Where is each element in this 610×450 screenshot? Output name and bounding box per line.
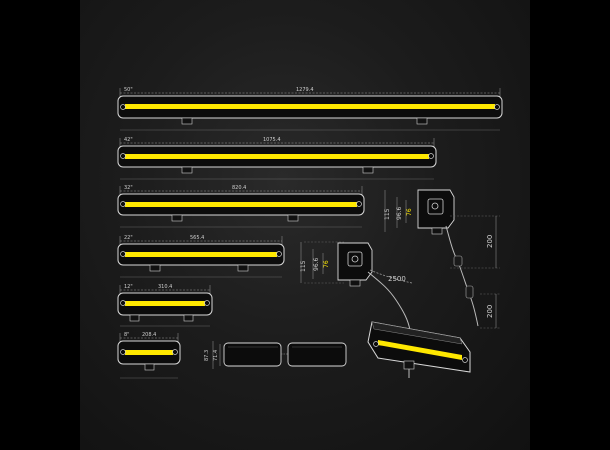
bar-length-label: 1075.4 — [263, 137, 281, 143]
side-outer-label: 115 — [384, 208, 391, 220]
bar-size-label: 50" — [124, 87, 133, 93]
mount-drop-label: 200 — [486, 235, 494, 248]
bar-size-label: 8" — [124, 332, 129, 338]
side-middle-label: 96.6 — [313, 257, 320, 271]
bar-length-label: 1279.4 — [296, 87, 314, 93]
side-outer-label: 115 — [300, 260, 307, 272]
light-bar-perspective — [367, 321, 471, 378]
side-view-right: 115 96.6 76 200 200 — [384, 189, 500, 329]
bar-length-label: 310.4 — [158, 284, 172, 290]
side-inner-label: 76 — [323, 260, 330, 268]
light-bar-8: 8" 208.4 — [117, 332, 181, 379]
light-bar-12: 12" 310.4 — [117, 284, 213, 327]
side-inner-label: 76 — [406, 208, 413, 216]
bar-size-label: 32" — [124, 185, 133, 191]
side-view-left: 115 96.6 76 2500 — [300, 241, 413, 331]
bar-length-label: 208.4 — [142, 332, 156, 338]
light-bar-42: 42" 1075.4 — [117, 137, 437, 180]
drawing-panel — [80, 0, 530, 450]
bar-size-label: 12" — [124, 284, 133, 290]
bar-profile-view: 87.3 71.4 — [204, 341, 347, 369]
bar-length-label: 820.4 — [232, 185, 246, 191]
bar-size-label: 22" — [124, 235, 133, 241]
light-bar-32: 32" 820.4 — [117, 185, 365, 228]
profile-height-label: 87.3 — [204, 350, 210, 361]
light-bar-50: 50" 1279.4 — [117, 87, 503, 131]
side-middle-label: 96.6 — [396, 206, 403, 220]
profile-depth-label: 71.4 — [213, 350, 219, 361]
bar-size-label: 42" — [124, 137, 133, 143]
mount-lower-label: 200 — [486, 305, 494, 318]
light-bar-22: 22" 565.4 — [117, 235, 285, 278]
cable-length-label: 2500 — [388, 275, 406, 283]
bar-length-label: 565.4 — [190, 235, 204, 241]
